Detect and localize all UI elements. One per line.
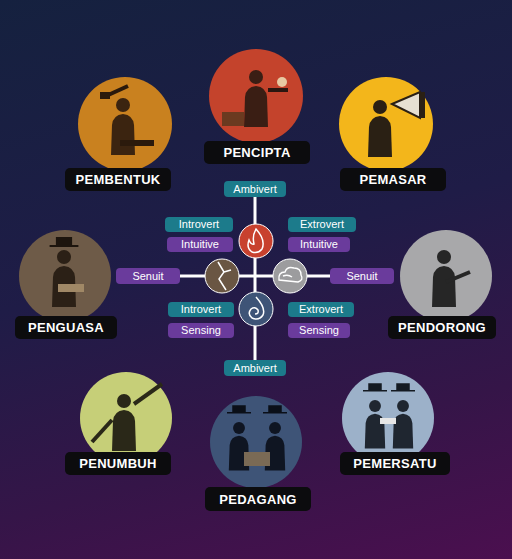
water-icon [239,292,273,326]
label-text: Ambivert [233,362,276,374]
label-text: PEMERSATU [353,456,436,471]
perception-tag: Senuit [116,268,180,284]
perception-tag: Senuit [330,268,394,284]
label-text: Sensing [299,324,339,336]
type-label: PEDAGANG [205,487,311,511]
label-text: PEMBENTUK [75,172,160,187]
label-text: Intuitive [300,238,338,250]
label-text: PENUMBUH [79,456,157,471]
ruler-portrait [19,230,111,322]
unifier-portrait [342,372,434,464]
fire-icon [239,224,273,258]
type-label: PENDORONG [388,316,496,339]
label-text: Senuit [346,270,377,282]
perception-tag: Intuitive [167,237,233,252]
grower-portrait [80,372,172,464]
label-text: PENCIPTA [223,145,290,160]
label-text: Intuitive [181,238,219,250]
label-text: Extrovert [300,218,344,230]
energy-tag: Extrovert [288,302,354,317]
shaper-portrait [78,77,172,171]
label-text: Senuit [132,270,163,282]
label-text: PEMASAR [359,172,426,187]
label-text: PENDORONG [398,320,486,335]
label-text: PENGUASA [28,320,104,335]
type-label: PENGUASA [15,316,117,339]
label-text: PEDAGANG [219,492,297,507]
perception-tag: Sensing [288,323,350,338]
driver-portrait [400,230,492,322]
marketer-portrait [339,77,433,171]
type-label: PENUMBUH [65,452,171,475]
label-text: Introvert [181,303,221,315]
label-text: Introvert [179,218,219,230]
type-label: PEMERSATU [340,452,450,475]
energy-tag: Introvert [165,217,233,232]
type-label: PENCIPTA [204,141,310,164]
perception-tag: Sensing [168,323,234,338]
type-label: PEMBENTUK [65,168,171,191]
axis-line [254,197,257,360]
air-icon [273,259,307,293]
creator-portrait [209,49,303,143]
label-text: Sensing [181,324,221,336]
energy-tag: Extrovert [288,217,356,232]
trader-portrait [210,396,302,488]
earth-icon [205,259,239,293]
label-text: Ambivert [233,183,276,195]
energy-tag: Ambivert [224,360,286,376]
energy-tag: Introvert [168,302,234,317]
type-label: PEMASAR [340,168,446,191]
energy-tag: Ambivert [224,181,286,197]
perception-tag: Intuitive [288,237,350,252]
label-text: Extrovert [299,303,343,315]
